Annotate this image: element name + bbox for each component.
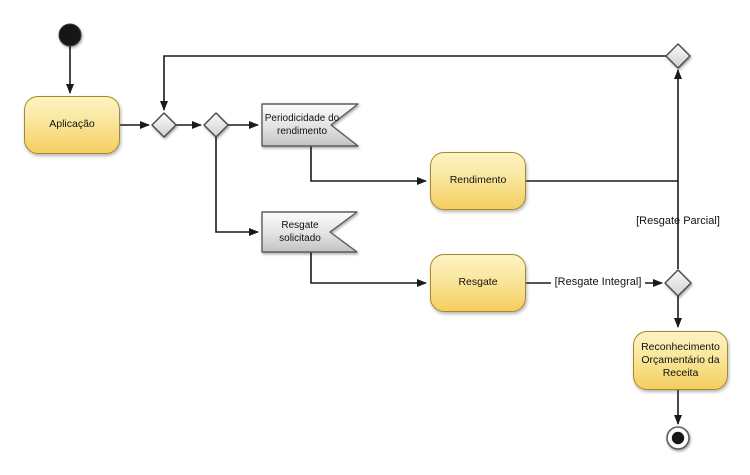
- initial-node: [58, 23, 82, 47]
- action-rendimento-label: Rendimento: [449, 174, 507, 187]
- action-resgate-label: Resgate: [458, 276, 498, 289]
- decision-node: [203, 112, 229, 138]
- edge-loopback-to-merge: [160, 55, 666, 111]
- final-node-dot: [671, 431, 685, 445]
- action-aplicacao-label: Aplicação: [49, 118, 95, 131]
- accept-event-resgate-solicitado-shape: [261, 211, 358, 253]
- decision-node-resgate: [664, 269, 692, 297]
- edge-decision-to-resgate-solicitado: [215, 137, 259, 236]
- guard-resgate-parcial: [Resgate Parcial]: [636, 215, 720, 227]
- accept-event-periodicidade-shape: [261, 103, 359, 147]
- merge-node: [151, 112, 177, 138]
- accept-event-resgate-solicitado-label: Resgate solicitado: [279, 219, 321, 245]
- action-reconhecimento: Reconhecimento Orçamentário da Receita: [633, 331, 728, 390]
- merge-node-top-right: [665, 43, 691, 69]
- action-reconhecimento-label: Reconhecimento Orçamentário da Receita: [641, 340, 720, 380]
- action-rendimento: Rendimento: [430, 152, 526, 210]
- accept-event-periodicidade-label: Periodicidade do rendimento: [264, 112, 340, 138]
- edge-periodicidade-to-rendimento: [310, 146, 427, 185]
- action-aplicacao: Aplicação: [24, 96, 120, 154]
- guard-resgate-integral: [Resgate Integral]: [551, 276, 645, 289]
- edge-resgate-solicitado-to-resgate: [310, 252, 427, 287]
- action-resgate: Resgate: [430, 254, 526, 312]
